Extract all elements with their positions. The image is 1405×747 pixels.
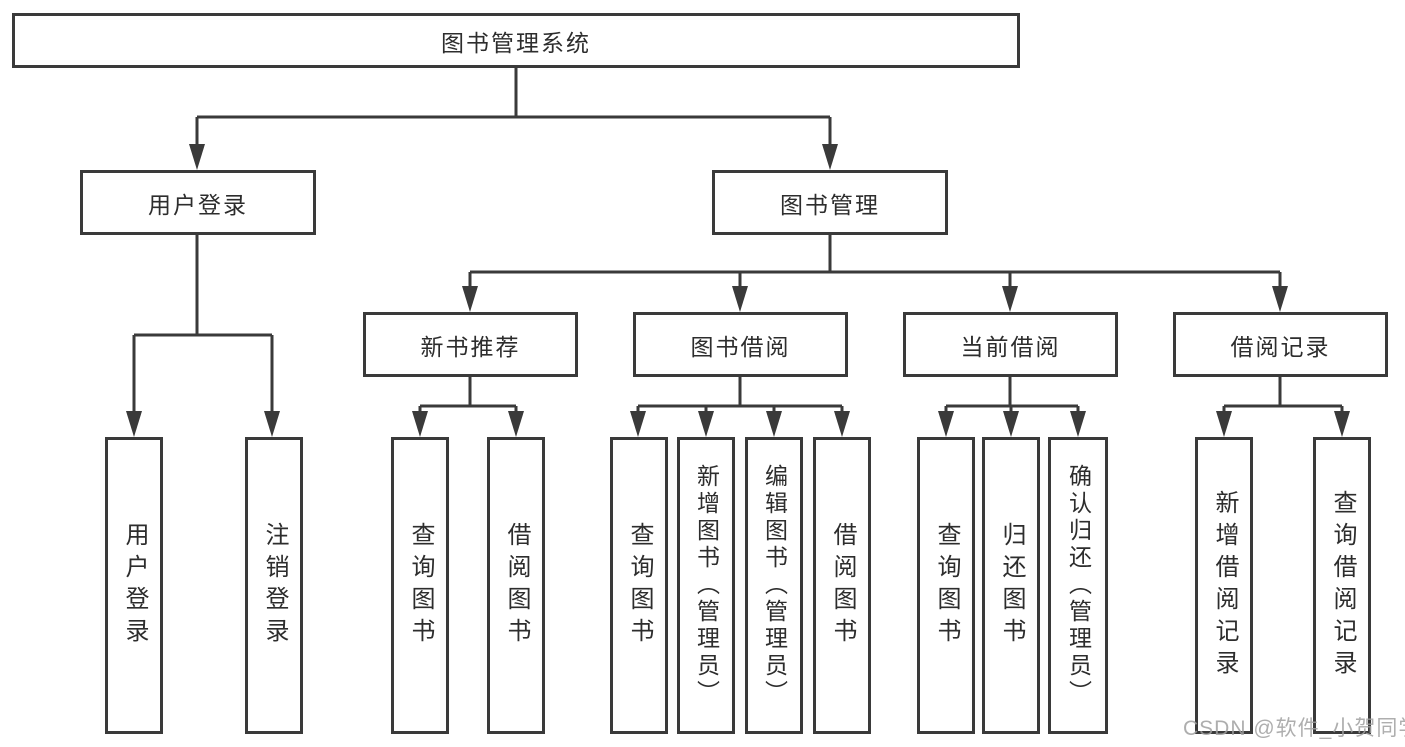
node-user-login: 用户登录 [80, 170, 316, 235]
leaf-label: 编辑图书（管理员） [761, 464, 788, 707]
node-label: 借阅记录 [1230, 333, 1331, 360]
leaf-user-login: 用户登录 [105, 437, 163, 734]
leaf-borrow-books-borrowing: 借阅图书 [813, 437, 871, 734]
leaf-edit-books-admin: 编辑图书（管理员） [745, 437, 803, 734]
leaf-return-books: 归还图书 [982, 437, 1040, 734]
leaf-label: 查询图书 [626, 521, 653, 650]
leaf-query-borrow-record: 查询借阅记录 [1313, 437, 1371, 734]
node-new-book-recommend: 新书推荐 [363, 312, 578, 377]
leaf-add-borrow-record: 新增借阅记录 [1195, 437, 1253, 734]
leaf-logout: 注销登录 [245, 437, 303, 734]
node-label: 用户登录 [148, 191, 248, 218]
leaf-query-books-newbooks: 查询图书 [391, 437, 449, 734]
leaf-label: 新增借阅记录 [1211, 489, 1238, 682]
node-label: 图书管理 [780, 191, 880, 218]
node-label: 图书借阅 [690, 333, 791, 360]
leaf-label: 查询图书 [933, 521, 960, 650]
node-label: 当前借阅 [960, 333, 1061, 360]
leaf-label: 确认归还（管理员） [1065, 464, 1092, 707]
node-root-system: 图书管理系统 [12, 13, 1020, 68]
node-book-management: 图书管理 [712, 170, 948, 235]
arrowhead-icons [126, 144, 1350, 437]
leaf-label: 归还图书 [998, 521, 1025, 650]
leaf-borrow-books-newbooks: 借阅图书 [487, 437, 545, 734]
node-label: 图书管理系统 [441, 29, 591, 56]
leaf-label: 注销登录 [261, 521, 288, 650]
leaf-query-books-current: 查询图书 [917, 437, 975, 734]
csdn-watermark: CSDN @软件_小贺同学 [1183, 717, 1405, 740]
leaf-confirm-return-admin: 确认归还（管理员） [1048, 437, 1108, 734]
leaf-add-books-admin: 新增图书（管理员） [677, 437, 735, 734]
node-book-borrowing: 图书借阅 [633, 312, 848, 377]
node-borrowing-records: 借阅记录 [1173, 312, 1388, 377]
node-current-borrowing: 当前借阅 [903, 312, 1118, 377]
node-label: 新书推荐 [420, 333, 521, 360]
leaf-label: 查询图书 [407, 521, 434, 650]
leaf-label: 借阅图书 [503, 521, 530, 650]
leaf-query-books-borrowing: 查询图书 [610, 437, 668, 734]
leaf-label: 用户登录 [121, 521, 148, 650]
leaf-label: 查询借阅记录 [1329, 489, 1356, 682]
leaf-label: 新增图书（管理员） [693, 464, 720, 707]
leaf-label: 借阅图书 [829, 521, 856, 650]
